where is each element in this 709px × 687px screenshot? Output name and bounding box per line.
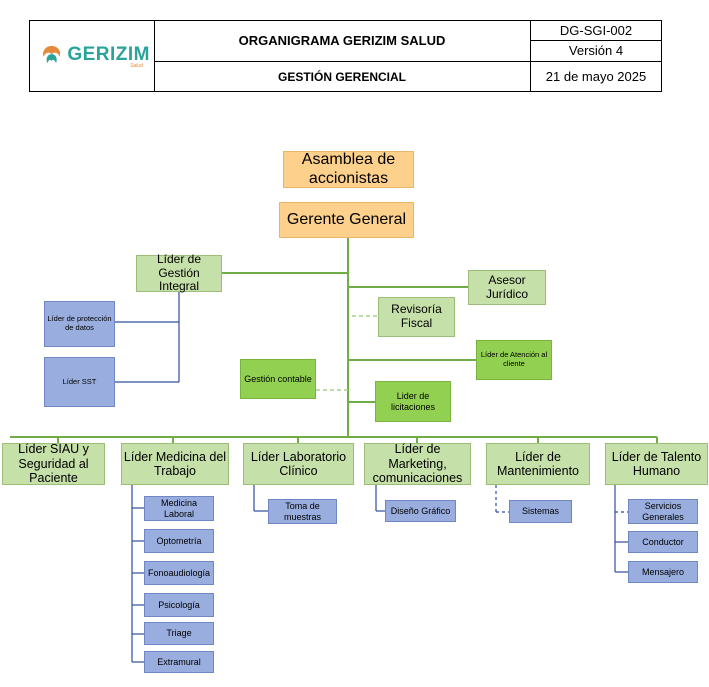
logo-tagline: Salud: [130, 63, 143, 69]
header-divider: [530, 20, 531, 92]
sistemas-box: Sistemas: [509, 500, 572, 523]
extramural-box: Extramural: [144, 651, 214, 673]
mensajero-box: Mensajero: [628, 561, 698, 583]
proteccion-datos-box: Líder de protección de datos: [44, 301, 115, 347]
gerizim-logo: GERIZIM Salud: [40, 38, 150, 72]
logo-word: GERIZIM: [67, 44, 150, 65]
atencion-cliente-box: Líder de Atención al cliente: [476, 340, 552, 380]
dept-marketing-box: Líder de Marketing, comunicaciones: [364, 442, 471, 485]
document-title: ORGANIGRAMA GERIZIM SALUD: [238, 33, 446, 48]
psicologia-box: Psicología: [144, 593, 214, 617]
asamblea-accionistas-box: Asamblea de accionistas: [283, 151, 414, 188]
dept-medicina-trabajo-box: Líder Medicina del Trabajo: [121, 443, 229, 485]
revisoria-fiscal-box: Revisoría Fiscal: [378, 297, 455, 337]
gestion-integral-box: Líder de Gestión Integral: [136, 252, 222, 293]
header-divider: [154, 20, 155, 92]
toma-muestras-box: Toma de muestras: [268, 499, 337, 524]
optometria-box: Optometría: [144, 529, 214, 553]
header-divider: [154, 61, 662, 62]
header-divider: [530, 40, 662, 41]
asesor-juridico-box: Asesor Jurídico: [468, 270, 546, 305]
document-version: Versión 4: [568, 43, 624, 58]
licitaciones-box: Lider de licitaciones: [375, 381, 451, 422]
dept-laboratorio-box: Líder Laboratorio Clínico: [243, 443, 354, 485]
servicios-generales-box: Servicios Generales: [628, 499, 698, 524]
diseno-grafico-box: Diseño Gráfico: [385, 500, 456, 522]
medicina-laboral-box: Medicina Laboral: [144, 496, 214, 521]
gerente-general-box: Gerente General: [279, 202, 414, 238]
document-header: [29, 20, 662, 92]
dept-talento-humano-box: Líder de Talento Humano: [605, 443, 708, 485]
dept-mantenimiento-box: Líder de Mantenimiento: [486, 443, 590, 485]
document-subtitle: GESTIÓN GERENCIAL: [277, 69, 406, 84]
document-code: DG-SGI-002: [559, 22, 633, 38]
logo-icon: [43, 46, 61, 64]
conductor-box: Conductor: [628, 531, 698, 553]
triage-box: Triage: [144, 622, 214, 645]
document-date: 21 de mayo 2025: [545, 69, 647, 84]
lider-sst-box: Líder SST: [44, 357, 115, 407]
gestion-contable-box: Gestión contable: [240, 359, 316, 399]
fonoaudiologia-box: Fonoaudiología: [144, 561, 214, 585]
dept-siau-box: Líder SIAU y Seguridad al Paciente: [2, 442, 105, 485]
